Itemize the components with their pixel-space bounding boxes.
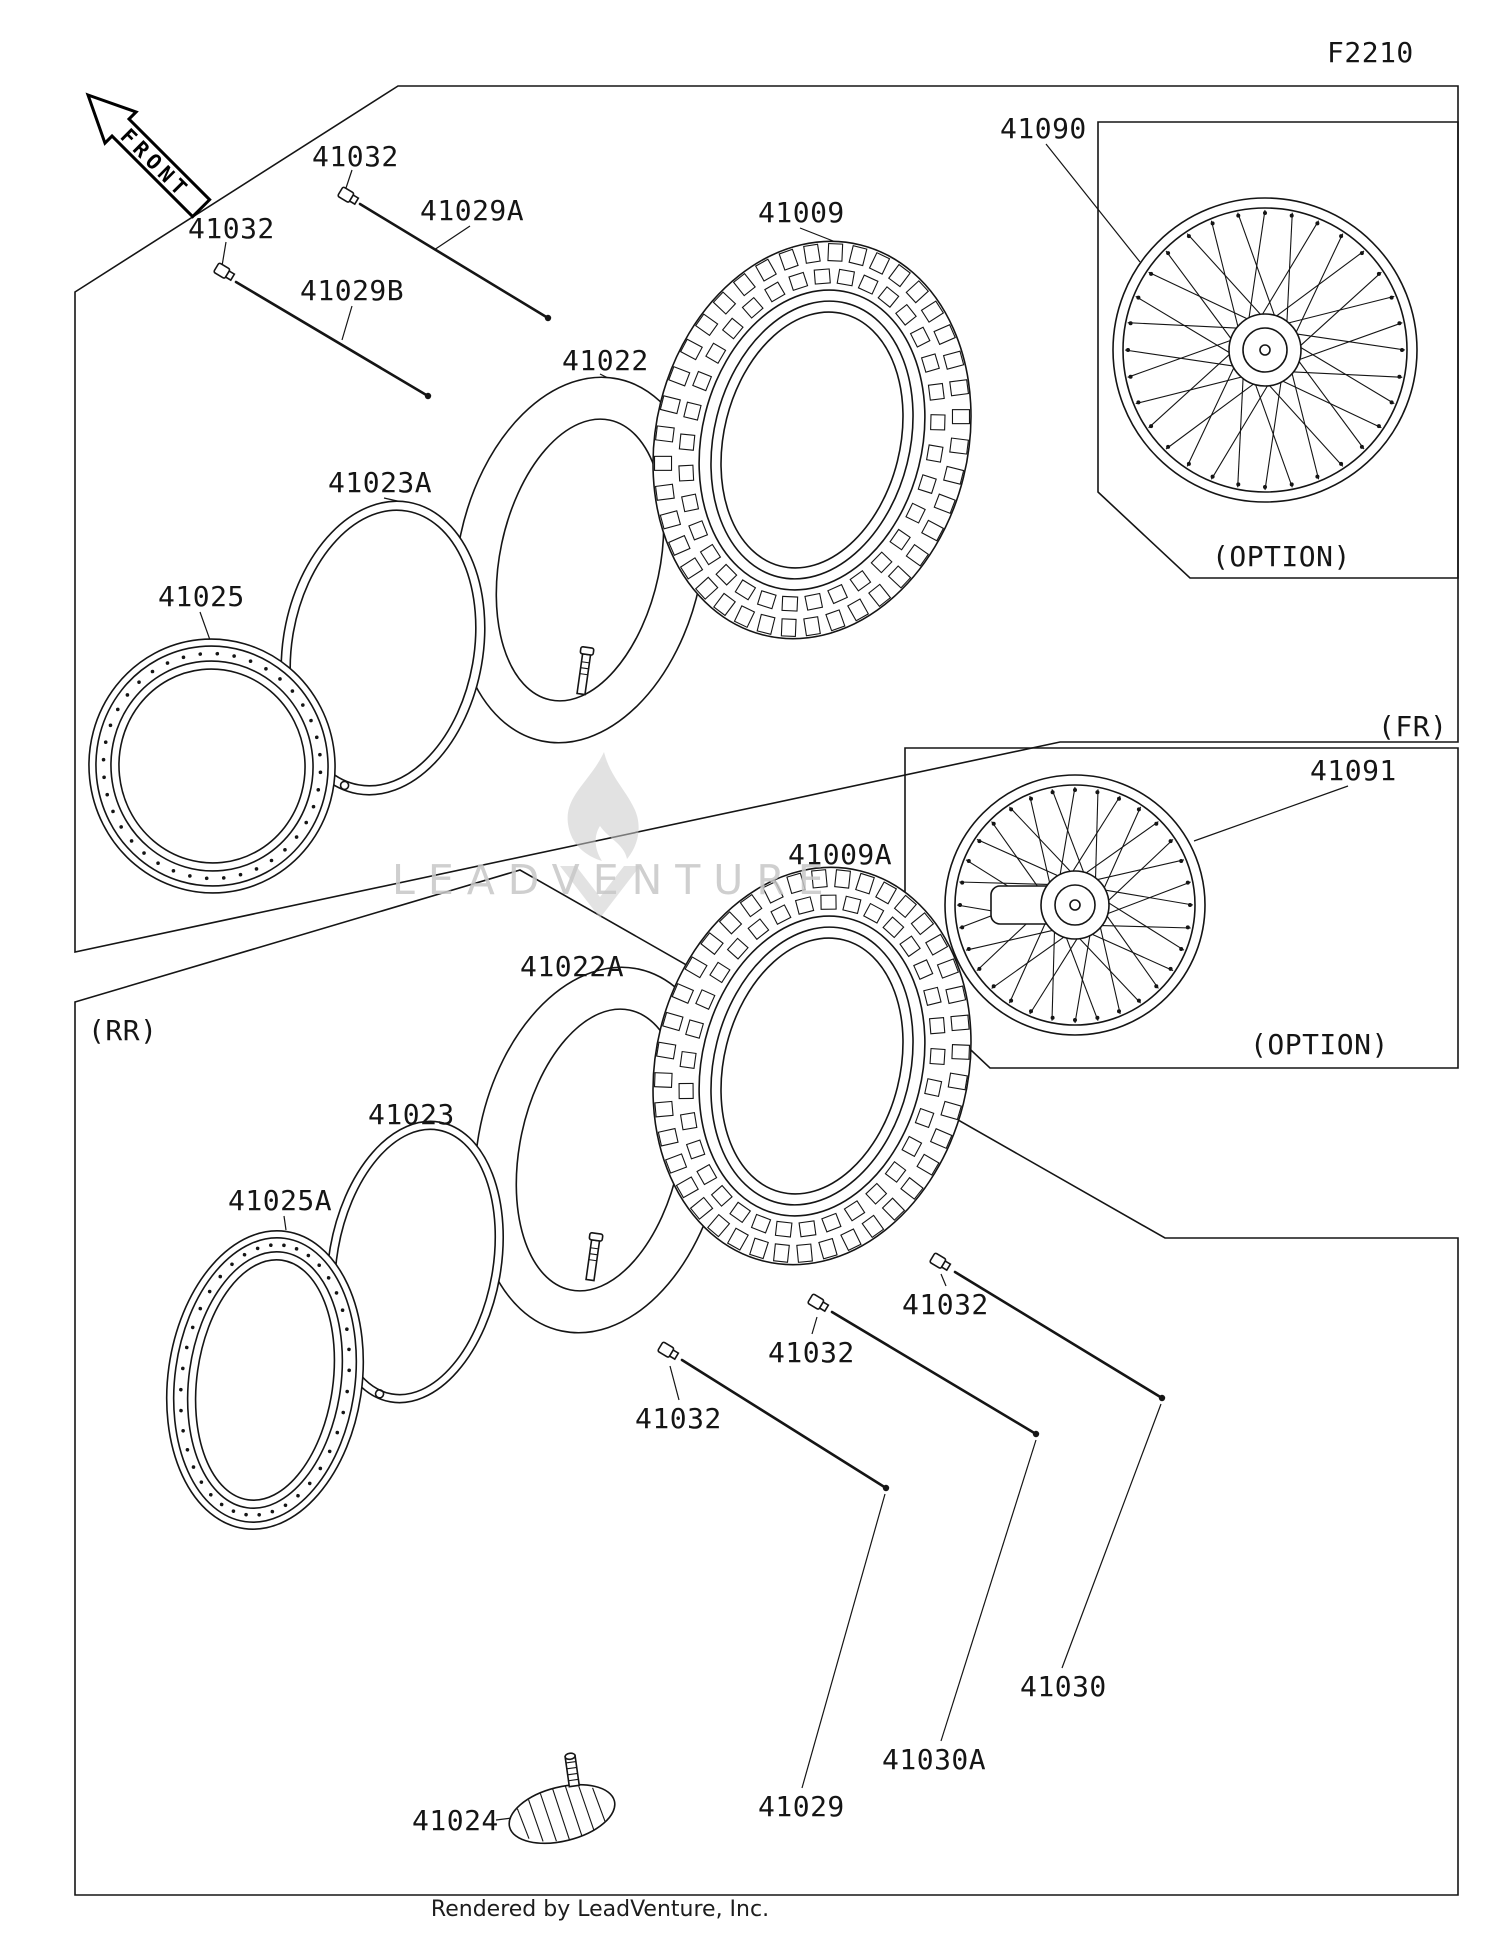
- front-option-label: (OPTION): [1212, 540, 1351, 573]
- front-arrow-shape: [85, 92, 212, 219]
- front-tire-knobs-outer: [653, 243, 971, 637]
- render-credit: Rendered by LeadVenture, Inc.: [430, 1897, 770, 1922]
- part-label-front-rim[interactable]: 41025: [158, 580, 245, 613]
- rear-section-label: (RR): [88, 1014, 158, 1047]
- part-label-front-option-wheel[interactable]: 41090: [1000, 112, 1087, 145]
- spoke-nipple: [929, 1252, 952, 1272]
- part-label-front-tire[interactable]: 41009: [758, 196, 845, 229]
- front-section-box: [74, 85, 1459, 953]
- rear-tire-knobs-outer: [653, 869, 971, 1263]
- rear-tire-knobs-inner: [678, 894, 946, 1238]
- leadventure-logo-watermark: [560, 752, 640, 918]
- part-label-spoke-front-a[interactable]: 41029A: [420, 194, 525, 227]
- rear-rim: [165, 1230, 365, 1530]
- rear-tire: [652, 866, 972, 1266]
- front-option-box: [1097, 121, 1459, 579]
- part-label-rear-option-wheel[interactable]: 41091: [1310, 754, 1397, 787]
- rear-rim-band: [325, 1120, 505, 1404]
- spoke-nipple: [807, 1293, 830, 1313]
- front-rim-band: [280, 500, 486, 796]
- part-label-rear-tire[interactable]: 41009A: [788, 838, 893, 871]
- rear-spokes: [657, 1252, 1166, 1492]
- figure-code: F2210: [1327, 36, 1414, 69]
- front-rim-spoke-holes: [101, 651, 323, 881]
- part-label-front-tube[interactable]: 41022: [562, 344, 649, 377]
- part-label-nipple-rear-1[interactable]: 41032: [902, 1288, 989, 1321]
- part-label-spoke-rear-outer[interactable]: 41030: [1020, 1670, 1107, 1703]
- front-option-wheel: [1112, 197, 1418, 503]
- spoke-nipple: [337, 186, 360, 206]
- front-marker-text: FRONT: [116, 124, 195, 203]
- rear-section-box: [74, 869, 1459, 1896]
- rim-lock: [508, 1752, 616, 1845]
- front-section-label: (FR): [1378, 710, 1448, 743]
- rear-tube-valve: [585, 1232, 604, 1282]
- leadventure-watermark-text: LEADVENTURE: [392, 856, 837, 904]
- front-tube-valve: [576, 646, 595, 696]
- rear-option-box: [904, 747, 1459, 1069]
- part-label-spoke-front-b[interactable]: 41029B: [300, 274, 405, 307]
- part-label-spoke-rear-mid[interactable]: 41030A: [882, 1743, 987, 1776]
- front-tube: [453, 376, 707, 744]
- front-direction-arrow: FRONT: [85, 92, 212, 219]
- part-label-rear-tube[interactable]: 41022A: [520, 950, 625, 983]
- part-label-nipple-rear-3[interactable]: 41032: [635, 1402, 722, 1435]
- part-label-rear-rim-band[interactable]: 41023: [368, 1098, 455, 1131]
- spoke-nipple: [657, 1341, 680, 1361]
- part-label-nipple-front-2[interactable]: 41032: [188, 212, 275, 245]
- part-label-nipple-front-1[interactable]: 41032: [312, 140, 399, 173]
- rear-rim-spoke-holes: [179, 1243, 351, 1517]
- front-spokes: [213, 186, 552, 400]
- rear-option-wheel: [944, 774, 1206, 1036]
- part-label-spoke-rear-inner[interactable]: 41029: [758, 1790, 845, 1823]
- front-rim: [88, 638, 336, 894]
- part-label-nipple-rear-2[interactable]: 41032: [768, 1336, 855, 1369]
- rear-option-label: (OPTION): [1250, 1028, 1389, 1061]
- front-tire: [652, 240, 972, 640]
- part-label-rear-rim[interactable]: 41025A: [228, 1184, 333, 1217]
- front-tire-knobs-inner: [678, 268, 946, 612]
- spoke-nipple: [213, 262, 236, 282]
- part-label-rim-lock[interactable]: 41024: [412, 1804, 499, 1837]
- part-label-front-rim-band[interactable]: 41023A: [328, 466, 433, 499]
- rim-lock-stud: [564, 1752, 581, 1788]
